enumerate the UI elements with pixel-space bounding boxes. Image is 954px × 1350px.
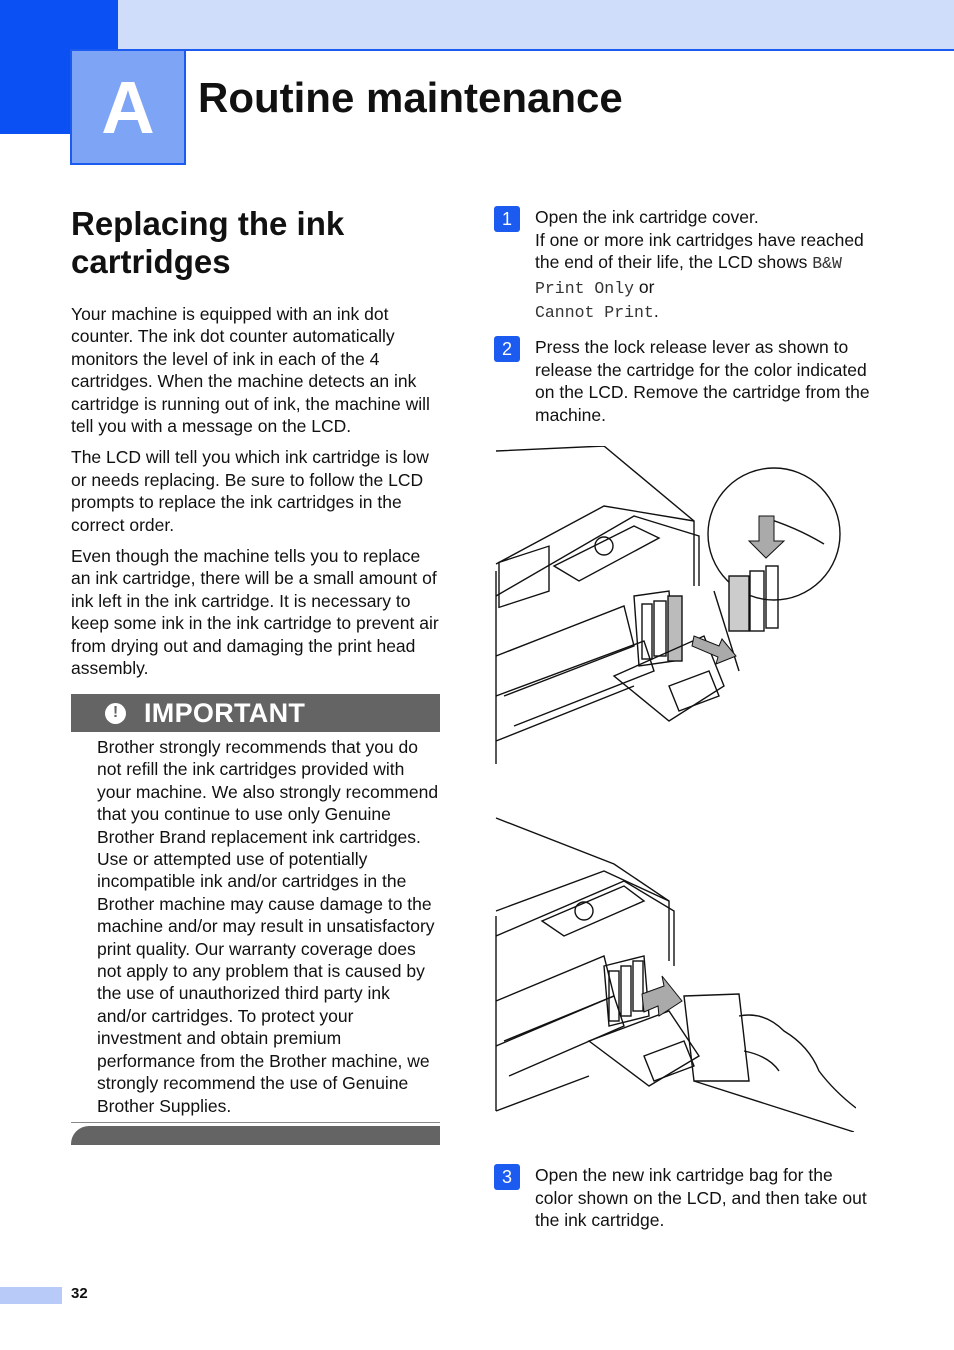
step-1-line-b: If one or more ink cartridges have reach… xyxy=(535,229,864,273)
step-number-3: 3 xyxy=(494,1164,520,1190)
paragraph-2: The LCD will tell you which ink cartridg… xyxy=(71,447,429,535)
step-number-1: 1 xyxy=(494,206,520,232)
step-2-text: Press the lock release lever as shown to… xyxy=(535,337,870,425)
important-text: Brother strongly recommends that you do … xyxy=(97,737,439,1116)
important-rule xyxy=(71,1122,440,1123)
step-1-text: Open the ink cartridge cover. If one or … xyxy=(535,206,874,325)
paragraph-1: Your machine is equipped with an ink dot… xyxy=(71,304,430,437)
lcd-message-cannot-print: Cannot Print xyxy=(535,303,654,323)
section-title: Replacing the ink cartridges xyxy=(71,205,345,280)
paragraph-3: Even though the machine tells you to rep… xyxy=(71,546,439,679)
footer-bar xyxy=(0,1287,62,1304)
step-3-text: Open the new ink cartridge bag for the c… xyxy=(535,1165,867,1231)
left-column: Replacing the ink cartridges Your machin… xyxy=(71,205,439,689)
step-3: 3 Open the new ink cartridge bag for the… xyxy=(494,1164,874,1232)
important-footer-bar xyxy=(71,1126,440,1145)
page-number: 32 xyxy=(71,1285,88,1302)
step-number-2: 2 xyxy=(494,336,520,362)
header-band xyxy=(118,0,954,51)
step-1-line-a: Open the ink cartridge cover. xyxy=(535,207,759,227)
exclamation-icon: ! xyxy=(105,702,126,724)
important-box: ! IMPORTANT Brother strongly recommends … xyxy=(71,694,440,1145)
chapter-title: Routine maintenance xyxy=(198,74,623,121)
important-header: ! IMPORTANT xyxy=(71,694,440,732)
lcd-message-bw: B&W Print Only xyxy=(535,254,842,298)
step-1-or: or xyxy=(634,276,655,297)
chapter-badge: A xyxy=(70,49,186,165)
step-1: 1 Open the ink cartridge cover. If one o… xyxy=(494,206,874,325)
chapter-letter: A xyxy=(101,65,155,149)
step-2: 2 Press the lock release lever as shown … xyxy=(494,336,874,426)
printer-remove-illustration xyxy=(495,817,856,1132)
printer-release-illustration xyxy=(495,446,841,764)
important-label: IMPORTANT xyxy=(144,697,306,728)
step-1-end: . xyxy=(653,301,659,322)
